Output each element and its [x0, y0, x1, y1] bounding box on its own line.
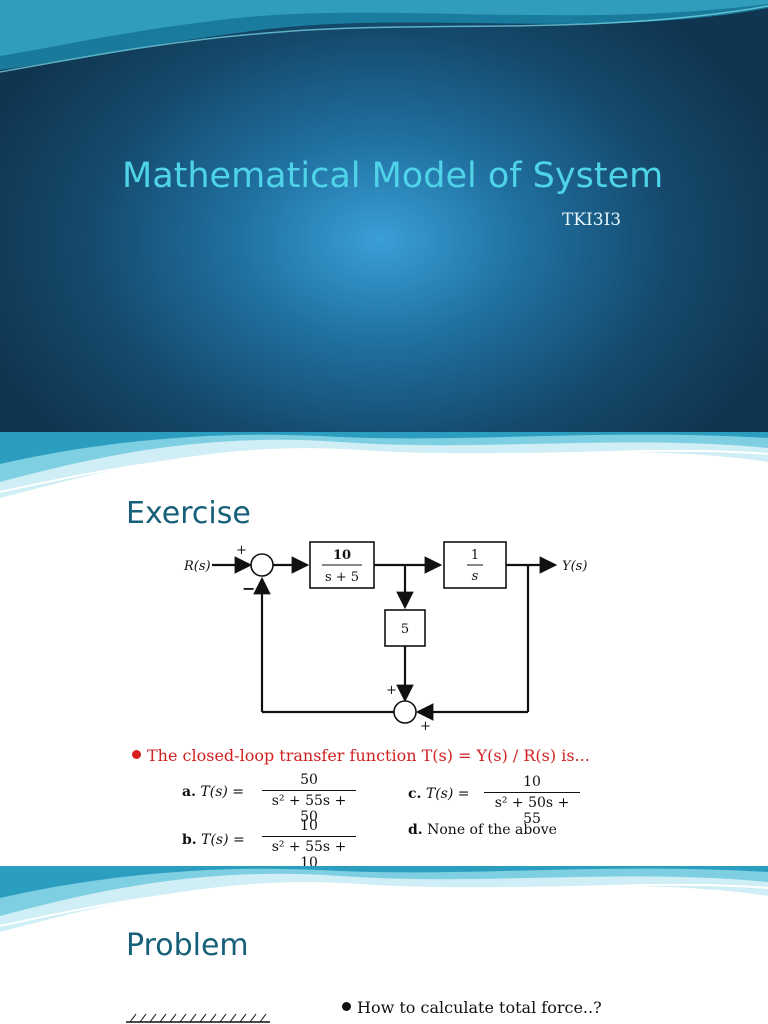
- wave-decoration: [0, 432, 768, 498]
- wave-decoration: [0, 0, 768, 73]
- option-text: None of the above: [427, 822, 557, 838]
- title-slide: Mathematical Model of System TKI3I3: [0, 0, 768, 432]
- feedback-block-gain: 5: [401, 622, 409, 637]
- option-letter: c.: [408, 786, 422, 802]
- block2-numerator: 1: [471, 548, 479, 563]
- plus-sign: +: [420, 719, 431, 732]
- option-letter: a.: [182, 784, 196, 800]
- fraction-denominator: s² + 50s + 55: [494, 795, 570, 827]
- problem-slide: Problem How to calculate total force..?: [0, 866, 768, 1024]
- plus-sign: +: [386, 683, 397, 698]
- slide-title: Mathematical Model of System: [122, 156, 664, 196]
- plus-sign: +: [236, 543, 247, 558]
- block-diagram: R(s) Y(s) 10 s + 5 1 s 5 + − + +: [183, 541, 587, 732]
- input-label: R(s): [183, 559, 211, 574]
- problem-text: How to calculate total force..?: [357, 998, 602, 1017]
- option-lhs: T(s) =: [200, 784, 245, 800]
- option-a-fraction: 50 s² + 55s + 50: [262, 772, 356, 825]
- option-b-fraction: 10 s² + 55s + 10: [262, 818, 356, 866]
- option-letter: d.: [408, 822, 423, 838]
- bullet-icon: [342, 1002, 351, 1011]
- option-c-fraction: 10 s² + 50s + 55: [484, 774, 580, 827]
- option-lhs: T(s) =: [425, 786, 470, 802]
- option-letter: b.: [182, 832, 197, 848]
- option-d: d. None of the above: [408, 822, 557, 838]
- slide-subtitle: TKI3I3: [562, 210, 622, 230]
- fraction-numerator: 10: [300, 818, 318, 834]
- fraction-numerator: 50: [300, 772, 318, 788]
- option-c: c. T(s) =: [408, 786, 470, 802]
- slide-heading: Exercise: [126, 496, 251, 531]
- bullet-icon: [132, 750, 141, 759]
- problem-bullet: How to calculate total force..?: [342, 998, 602, 1017]
- slide-heading: Problem: [126, 928, 249, 963]
- block1-denominator: s + 5: [325, 570, 359, 585]
- question-label: The closed-loop transfer function T(s) =…: [147, 746, 590, 765]
- option-a: a. T(s) =: [182, 784, 244, 800]
- fraction-numerator: 10: [523, 774, 541, 790]
- option-lhs: T(s) =: [201, 832, 245, 848]
- minus-sign: −: [242, 579, 255, 598]
- question-text: The closed-loop transfer function T(s) =…: [132, 746, 590, 765]
- block2-denominator: s: [472, 569, 479, 584]
- fixed-support-icon: [126, 1013, 270, 1023]
- option-b: b. T(s) =: [182, 832, 245, 848]
- exercise-slide: Exercise: [0, 432, 768, 866]
- output-label: Y(s): [562, 559, 587, 574]
- wave-decoration: [0, 866, 768, 932]
- fraction-denominator: s² + 55s + 50: [271, 793, 347, 825]
- block1-numerator: 10: [333, 548, 351, 563]
- fraction-denominator: s² + 55s + 10: [271, 839, 347, 866]
